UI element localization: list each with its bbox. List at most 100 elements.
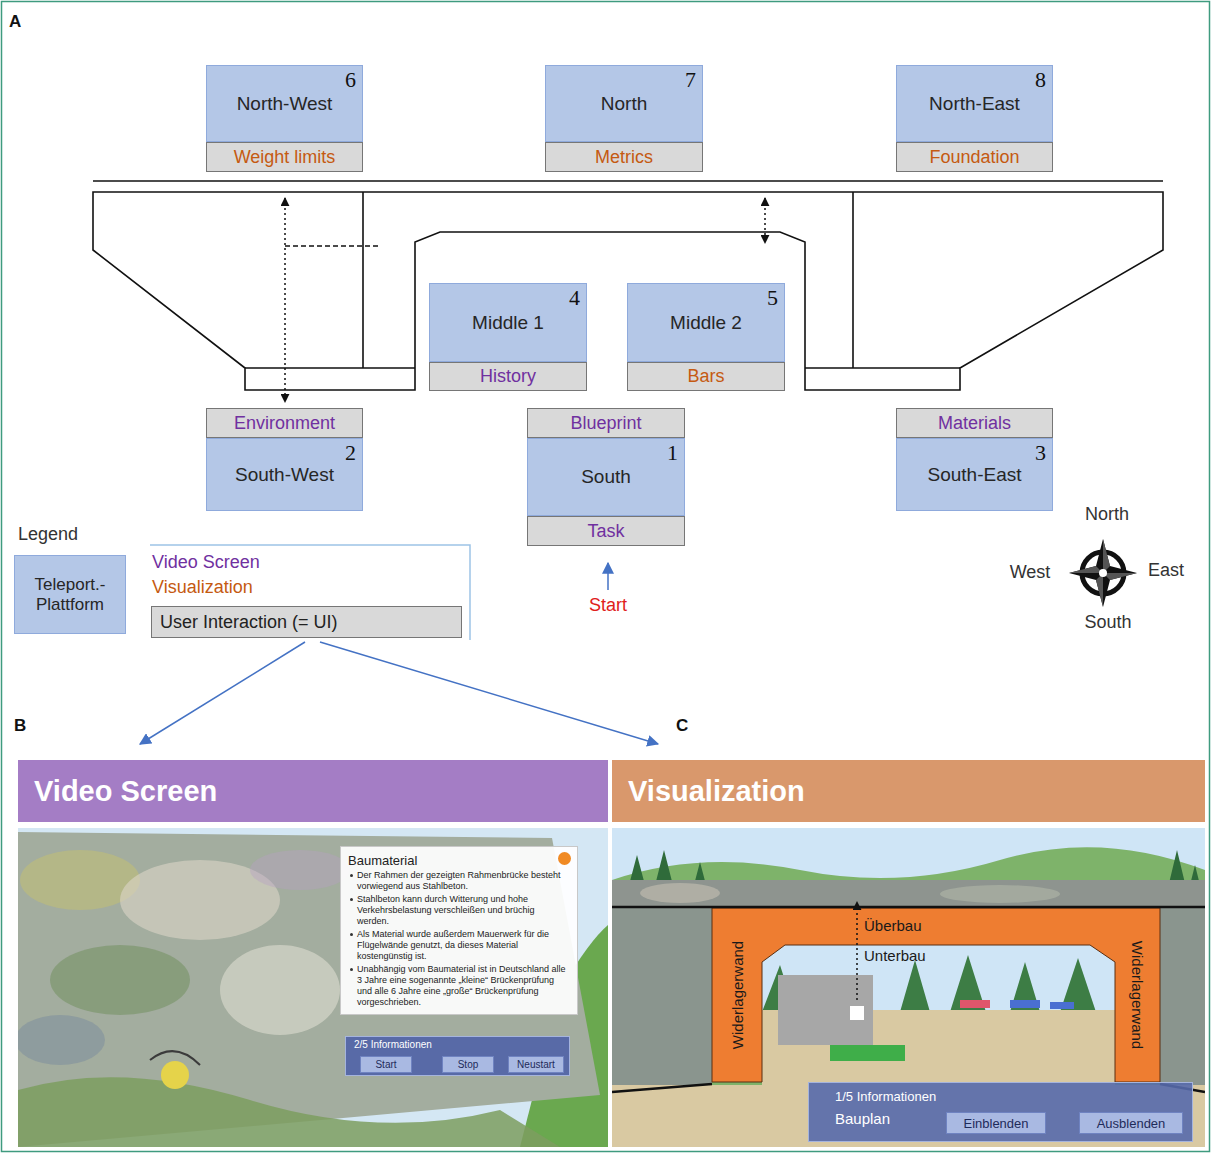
compass-label: North [1085, 504, 1129, 525]
visualization-screenshot [960, 1000, 990, 1008]
part-label: Unterbau [864, 947, 926, 964]
video-screen-screenshot [150, 1051, 200, 1065]
panel-title: Video Screen [18, 775, 217, 808]
ui-button: Neustart [508, 1056, 564, 1073]
info-bullet: Der Rahmen der gezeigten Rahmenbrücke be… [348, 870, 569, 892]
info-board: BaumaterialDer Rahmen der gezeigten Rahm… [340, 846, 578, 1015]
panel-header-band: Video Screen [18, 760, 608, 822]
interaction-box: Materials [896, 408, 1053, 438]
platform-name: Middle 2 [670, 312, 742, 334]
platform-number: 1 [667, 440, 678, 466]
video-screen-screenshot [50, 945, 190, 1015]
platform-name: Middle 1 [472, 312, 544, 334]
platform-number: 3 [1035, 440, 1046, 466]
compass-rose [1069, 539, 1137, 607]
bridge-outline [93, 181, 1163, 390]
visualization-screenshot [850, 1006, 864, 1020]
dimension-arrow [764, 198, 766, 243]
interaction-box: Foundation [896, 142, 1053, 172]
video-screen-screenshot [18, 828, 608, 1147]
legend-text: User Interaction (= UI) [160, 612, 338, 633]
panel-letter: A [9, 12, 21, 32]
interaction-label: Blueprint [570, 413, 641, 434]
teleport-platform: North-East 8 [896, 65, 1053, 142]
info-bullet: Unabhängig vom Baumaterial ist in Deutsc… [348, 964, 569, 1008]
interaction-box: Task [527, 516, 685, 546]
legend-title: Legend [18, 524, 78, 545]
start-label: Start [589, 595, 627, 616]
panel-letter: B [14, 716, 26, 736]
interaction-label: Weight limits [234, 147, 336, 168]
platform-name: South-West [235, 464, 334, 486]
info-counter: 1/5 Informationen [835, 1089, 936, 1104]
button-label: Einblenden [963, 1116, 1028, 1131]
visualization-screenshot [612, 907, 1205, 1092]
teleport-platform: South-East3 [896, 438, 1053, 511]
video-screen-screenshot [161, 1061, 189, 1089]
info-heading: Baumaterial [348, 853, 569, 868]
platform-number: 5 [767, 285, 778, 311]
button-label: Ausblenden [1097, 1116, 1166, 1131]
interaction-label: Materials [938, 413, 1011, 434]
visualization-screenshot [612, 908, 712, 1098]
panel-letter: C [676, 716, 688, 736]
teleport-platform: South-West 2 [206, 438, 363, 511]
visualization-screenshot [778, 975, 873, 1045]
video-screen-screenshot [18, 1077, 560, 1147]
button-label: Neustart [517, 1059, 555, 1070]
platform-number: 8 [1035, 67, 1046, 93]
visualization-screenshot [640, 883, 720, 903]
visualization-screenshot [612, 847, 1205, 1147]
legend-entry: Visualization [152, 577, 253, 598]
bridge-outline [93, 192, 1163, 390]
platform-name: North [601, 93, 647, 115]
bridge-outline [93, 180, 1163, 182]
platform-name: South [581, 466, 631, 488]
dimension-arrow [285, 245, 378, 247]
info-counter: 2/5 Informationen [354, 1039, 432, 1050]
platform-number: 6 [345, 67, 356, 93]
interaction-box: Metrics [545, 142, 703, 172]
legend-swatch: Teleport.- Plattform [14, 555, 126, 634]
teleport-platform: North-West 6 [206, 65, 363, 142]
compass-rose [1069, 539, 1137, 607]
part-label: Überbau [864, 917, 922, 934]
button-label: Start [375, 1059, 396, 1070]
legend-swatch: User Interaction (= UI) [151, 606, 462, 638]
interaction-label: Task [587, 521, 624, 542]
legend-pointer [140, 642, 305, 744]
compass-rose [1099, 569, 1107, 577]
part-label: Widerlagerwand [1129, 941, 1146, 1049]
ui-button: Stop [442, 1056, 494, 1073]
visualization-screenshot [612, 828, 1205, 1147]
part-label: Widerlagerwand [729, 941, 746, 1049]
teleport-platform: Middle 14 [429, 283, 587, 362]
visualization-screenshot [1050, 1002, 1074, 1009]
control-bar: 2/5 InformationenStart Stop Neustart [345, 1036, 570, 1076]
legend-pointer [320, 642, 658, 744]
interaction-label: History [480, 366, 536, 387]
platform-number: 2 [345, 440, 356, 466]
platform-name: North-West [237, 93, 333, 115]
info-bullet: Stahlbeton kann durch Witterung und hohe… [348, 894, 569, 927]
video-screen-screenshot [250, 850, 350, 890]
panel-title: Visualization [612, 775, 805, 808]
interaction-box: Blueprint [527, 408, 685, 438]
visualization-screenshot [940, 885, 1060, 903]
video-screen-screenshot [18, 1015, 105, 1065]
compass-label: South [1084, 612, 1131, 633]
dimension-arrow [284, 198, 286, 402]
control-bar: 1/5 InformationenBauplan Einblenden Ausble… [808, 1082, 1193, 1142]
teleport-platform: South 1 [527, 438, 685, 516]
ui-button: Start [360, 1056, 412, 1073]
video-screen-screenshot [18, 832, 600, 1147]
compass-rose [1069, 539, 1137, 607]
ui-caption: Bauplan [835, 1110, 890, 1127]
teleport-platform: North7 [545, 65, 703, 142]
interaction-box: Environment [206, 408, 363, 438]
legend-pointer [140, 642, 658, 744]
legend-entry: Video Screen [152, 552, 260, 573]
platform-name: North-East [929, 93, 1020, 115]
